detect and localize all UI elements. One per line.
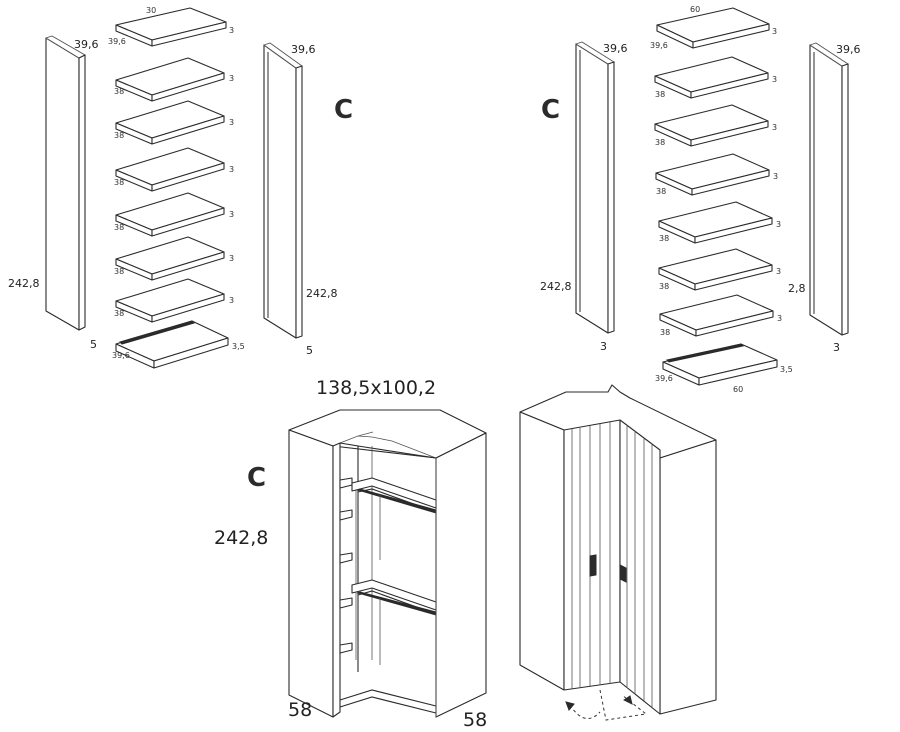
right-kit-label: C (541, 95, 560, 125)
left-kit-bottom-shelf-thickness: 3,5 (232, 342, 245, 351)
left-kit-top-shelf-thickness: 3 (229, 26, 234, 35)
right-kit-top-shelf-width: 60 (690, 5, 700, 14)
right-kit-shelf-thickness-5: 3 (776, 267, 781, 276)
left-kit-shelf-thickness-4: 3 (229, 210, 234, 219)
left-kit-top-shelf-width: 30 (146, 6, 156, 15)
left-kit-left-panel-thickness: 5 (90, 338, 97, 351)
right-kit-bottom-shelf-thickness: 3,5 (780, 365, 793, 374)
left-kit-right-panel-height: 242,8 (306, 287, 338, 300)
assembled-left-depth: 58 (288, 699, 312, 721)
corner-wardrobe-open (288, 409, 487, 718)
right-kit-right-panel-thickness: 3 (833, 341, 840, 354)
right-kit-shelf-depth-6: 38 (660, 328, 670, 337)
right-kit-shelf-thickness-4: 3 (776, 220, 781, 229)
right-kit-shelf-depth-5: 38 (659, 282, 669, 291)
left-kit-shelf-depth-4: 38 (114, 223, 124, 232)
left-kit-shelf-depth-1: 38 (114, 87, 124, 96)
right-kit-top-shelf-thickness: 3 (772, 27, 777, 36)
left-kit-side-panel-right (263, 42, 303, 339)
right-kit-shelf-stack (654, 7, 778, 386)
right-kit-shelf-thickness-6: 3 (777, 314, 782, 323)
right-kit-left-panel-thickness: 3 (600, 340, 607, 353)
left-kit-shelf-depth-5: 38 (114, 267, 124, 276)
corner-wardrobe-closed (519, 384, 717, 715)
right-kit-left-panel-height: 242,8 (540, 280, 572, 293)
left-kit-label: C (334, 95, 353, 125)
right-kit-shelf-thickness-2: 3 (772, 123, 777, 132)
assembled-label: C (247, 463, 266, 493)
left-kit-shelf-thickness-1: 3 (229, 74, 234, 83)
right-kit-left-panel-depth: 39,6 (603, 42, 628, 55)
right-kit-right-panel-depth: 39,6 (836, 43, 861, 56)
assembled-height: 242,8 (214, 527, 268, 549)
assembled-right-depth: 58 (463, 709, 487, 731)
door-opening-arrows (565, 689, 648, 721)
assembled-size: 138,5x100,2 (316, 377, 436, 399)
right-kit-right-panel-height: 2,8 (788, 282, 806, 295)
left-kit-shelf-depth-6: 38 (114, 309, 124, 318)
right-kit-shelf-depth-3: 38 (656, 187, 666, 196)
right-kit-shelf-depth-1: 38 (655, 90, 665, 99)
right-kit-top-shelf-depth: 39,6 (650, 41, 668, 50)
left-kit-right-panel-depth: 39,6 (291, 43, 316, 56)
right-kit-shelf-depth-2: 38 (655, 138, 665, 147)
right-kit-shelf-thickness-1: 3 (772, 75, 777, 84)
right-kit-shelf-depth-4: 38 (659, 234, 669, 243)
right-kit-side-panel-left (574, 41, 616, 334)
right-kit-bottom-shelf-depth: 39,6 (655, 374, 673, 383)
left-kit-shelf-thickness-6: 3 (229, 296, 234, 305)
left-kit-left-panel-depth: 39,6 (74, 38, 99, 51)
left-kit-shelf-thickness-2: 3 (229, 118, 234, 127)
left-kit-left-panel-height: 242,8 (8, 277, 40, 290)
left-kit-side-panel-left (44, 35, 86, 331)
left-kit-bottom-shelf-depth: 39,6 (112, 351, 130, 360)
left-kit-shelf-depth-2: 38 (114, 131, 124, 140)
right-kit-side-panel-right (808, 42, 850, 336)
right-kit-shelf-thickness-3: 3 (773, 172, 778, 181)
left-kit-shelf-thickness-3: 3 (229, 165, 234, 174)
left-kit-shelf-thickness-5: 3 (229, 254, 234, 263)
left-kit-right-panel-thickness: 5 (306, 344, 313, 357)
right-kit-bottom-shelf-width: 60 (733, 385, 743, 394)
left-kit-shelf-stack (115, 7, 229, 369)
left-kit-top-shelf-depth: 39,6 (108, 37, 126, 46)
left-kit-shelf-depth-3: 38 (114, 178, 124, 187)
